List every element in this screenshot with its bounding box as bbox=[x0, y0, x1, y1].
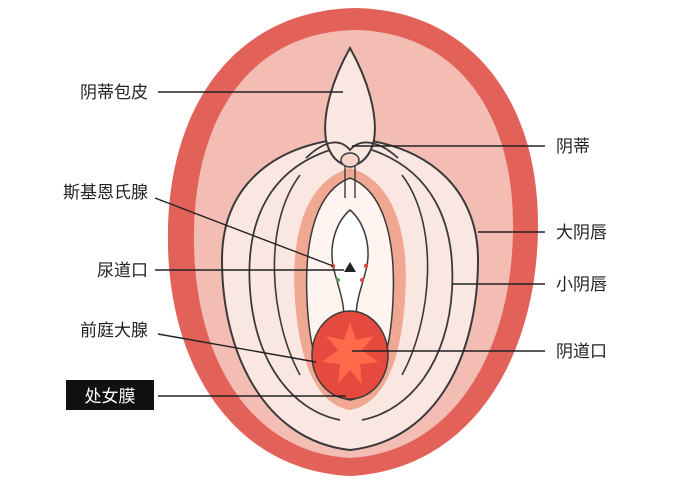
label-labia-majora: 大阴唇 bbox=[556, 223, 607, 243]
labia-inner-fold-left bbox=[273, 174, 301, 376]
label-clitoris: 阴蒂 bbox=[556, 137, 590, 157]
label-hymen: 处女膜 bbox=[85, 387, 136, 407]
label-vaginal-opening: 阴道口 bbox=[556, 342, 607, 362]
label-urethral-opening: 尿道口 bbox=[97, 261, 148, 281]
labia-minora-outline-right bbox=[361, 149, 454, 421]
skenes-gland-dot bbox=[363, 263, 369, 269]
urethral-opening-mark bbox=[344, 262, 356, 272]
label-skenes-gland: 斯基恩氏腺 bbox=[63, 183, 148, 203]
leader-skenes-gland bbox=[154, 197, 334, 267]
labia-inner-fold-right bbox=[401, 174, 429, 376]
hymen-label-box bbox=[66, 380, 154, 410]
vaginal-opening-inner bbox=[322, 322, 378, 384]
skenes-gland-dot bbox=[336, 278, 340, 282]
leader-bartholin-gland bbox=[157, 333, 317, 363]
frenulum bbox=[344, 166, 356, 198]
label-labia-minora: 小阴唇 bbox=[556, 275, 607, 295]
label-bartholin-gland: 前庭大腺 bbox=[80, 321, 148, 341]
labia-minora-outline-left bbox=[248, 149, 341, 421]
label-clitoral-hood: 阴蒂包皮 bbox=[80, 83, 148, 103]
clitoris-glans bbox=[340, 152, 360, 168]
skenes-gland-dot bbox=[360, 278, 364, 282]
